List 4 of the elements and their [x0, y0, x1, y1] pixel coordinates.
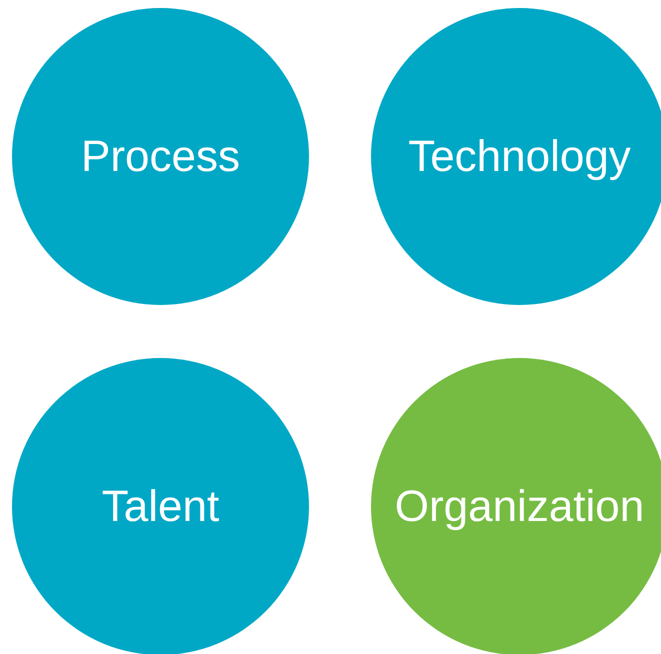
node-label: Organization [394, 482, 644, 532]
node-label: Technology [408, 132, 631, 182]
node-label: Process [81, 132, 240, 182]
node-label: Talent [102, 482, 220, 532]
